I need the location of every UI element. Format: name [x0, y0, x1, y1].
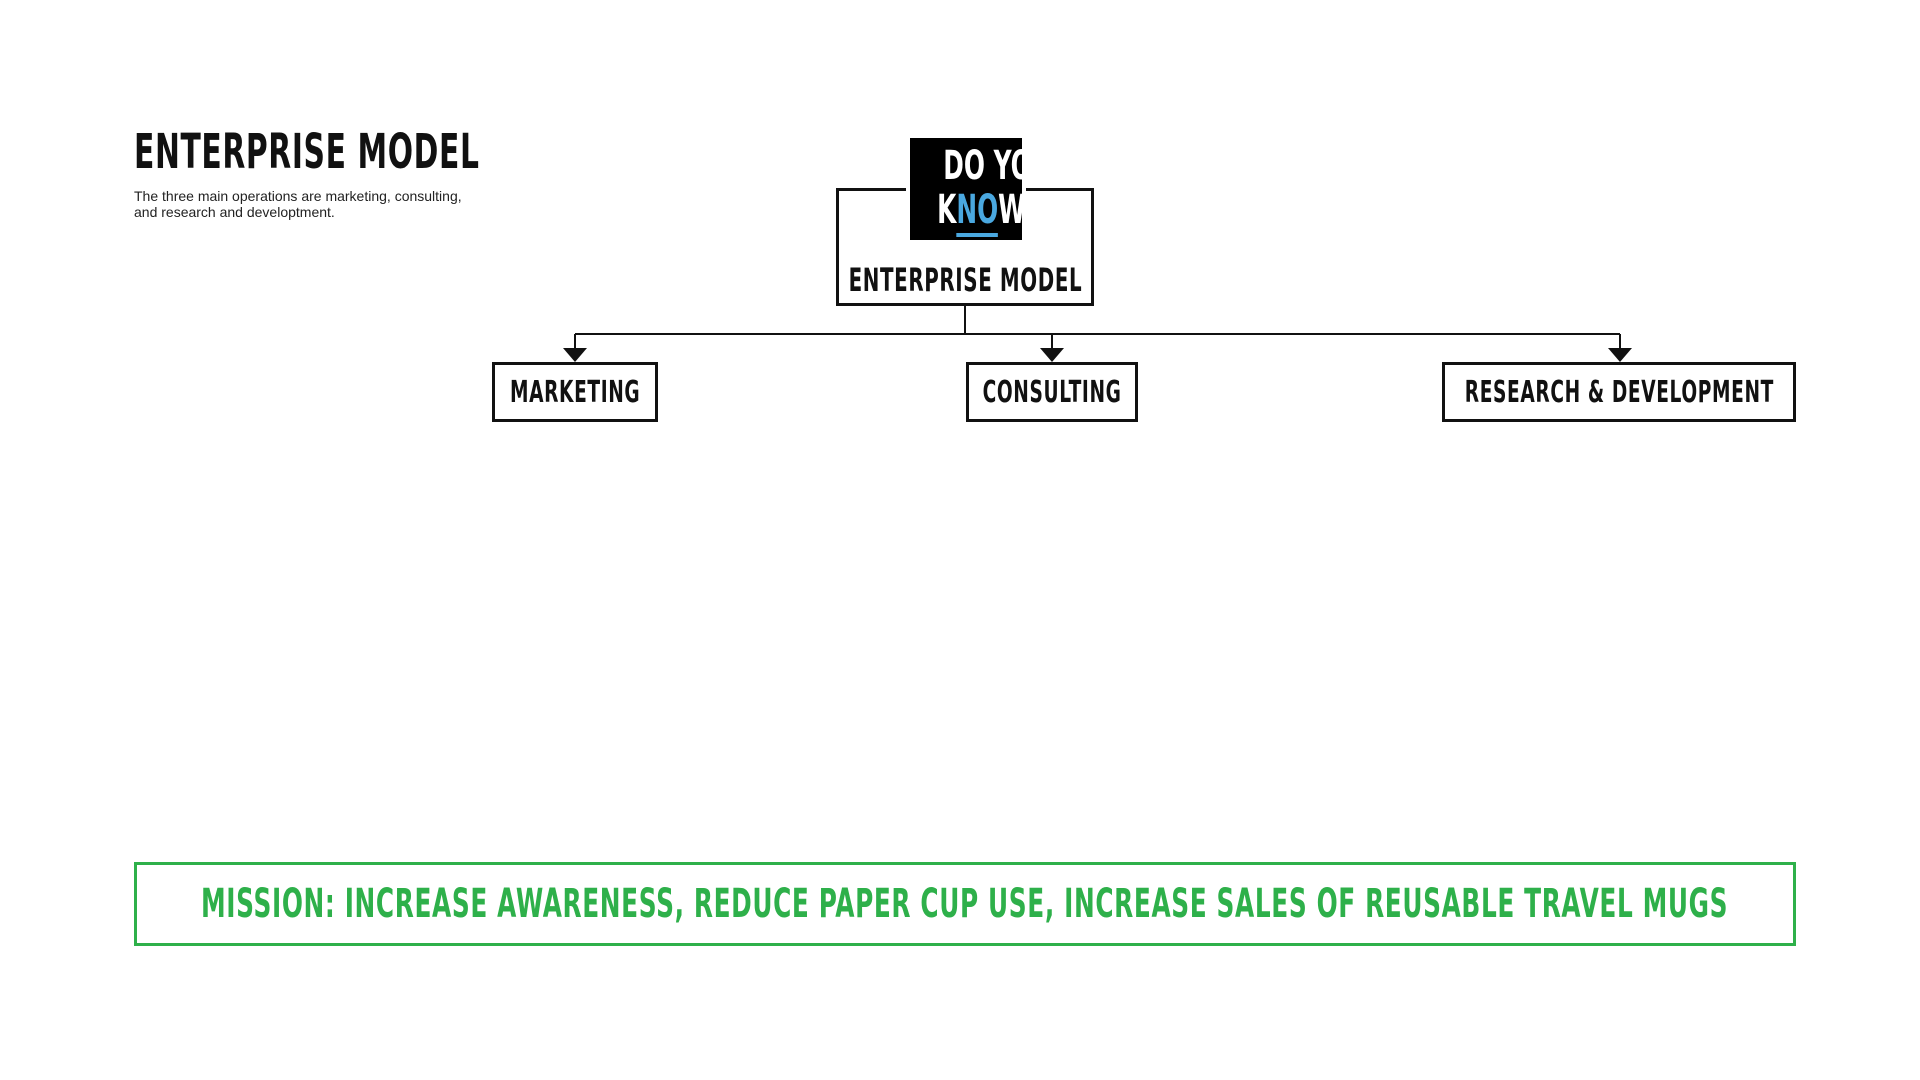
node-consulting-label: CONSULTING: [982, 374, 1122, 410]
root-node-text: ENTERPRISE MODEL: [848, 261, 1082, 299]
logo-line-2-text: KNOW: [937, 187, 1026, 237]
mission-banner: MISSION: INCREASE AWARENESS, REDUCE PAPE…: [134, 862, 1796, 946]
arrowhead-research: [1608, 348, 1632, 362]
do-you-know-logo: DO YOU KNOW: [906, 134, 1026, 244]
logo-line-1-text: DO YOU: [943, 143, 1022, 189]
mission-text: MISSION: INCREASE AWARENESS, REDUCE PAPE…: [201, 881, 1729, 927]
logo-line-2-pre: K: [937, 187, 957, 233]
page-title: ENTERPRISE MODEL: [134, 122, 654, 182]
arrowhead-marketing: [563, 348, 587, 362]
page-description: The three main operations are marketing,…: [134, 188, 462, 220]
node-research-development: RESEARCH & DEVELOPMENT: [1442, 362, 1796, 422]
logo-line-2: KNOW: [910, 187, 1026, 237]
node-research-development-label: RESEARCH & DEVELOPMENT: [1464, 374, 1774, 410]
root-node-label: ENTERPRISE MODEL: [836, 258, 1094, 302]
logo-line-1: DO YOU: [910, 146, 1022, 186]
logo-line-2-post: W: [998, 187, 1026, 233]
node-marketing: MARKETING: [492, 362, 658, 422]
node-marketing-label: MARKETING: [509, 374, 641, 410]
node-consulting: CONSULTING: [966, 362, 1138, 422]
arrowhead-consulting: [1040, 348, 1064, 362]
logo-line-2-highlight: NO: [956, 187, 998, 237]
page-title-text: ENTERPRISE MODEL: [134, 124, 480, 180]
